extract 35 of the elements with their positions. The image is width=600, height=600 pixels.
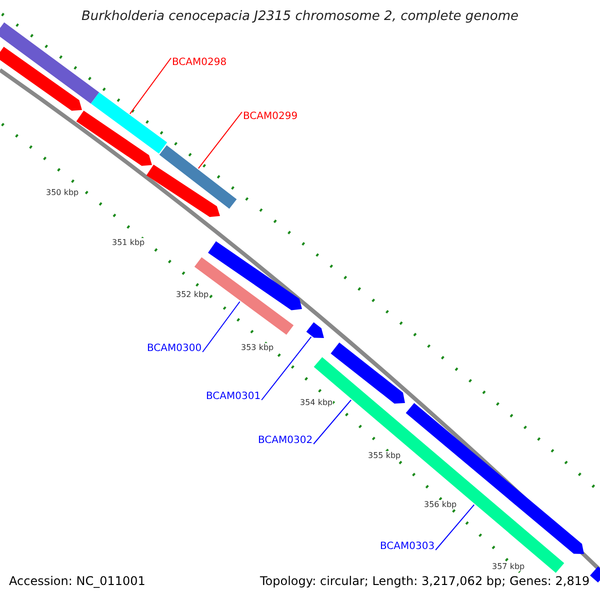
accession-text: Accession: NC_011001 xyxy=(9,574,146,588)
gene-bar xyxy=(194,257,294,335)
gene-bar xyxy=(146,164,220,217)
gene-bar xyxy=(0,22,100,104)
gene-bar xyxy=(76,110,152,166)
gene-label: BCAM0301 xyxy=(206,391,261,402)
gene-bar xyxy=(330,342,405,404)
tick-label: 351 kbp xyxy=(112,238,145,247)
gene-label: BCAM0298 xyxy=(172,57,227,68)
gene-bar xyxy=(159,145,237,209)
leader-line xyxy=(261,336,312,400)
gene-label: BCAM0302 xyxy=(258,435,313,446)
gene-bar xyxy=(590,566,600,582)
leader-line xyxy=(435,504,475,550)
title: Burkholderia cenocepacia J2315 chromosome 2, complete genome xyxy=(80,9,520,24)
gene-bar xyxy=(208,241,302,310)
tick-label: 352 kbp xyxy=(176,290,209,299)
tick-label: 354 kbp xyxy=(300,398,333,407)
tick-label: 356 kbp xyxy=(424,500,457,509)
tick-label: 357 kbp xyxy=(492,562,525,571)
leader-line xyxy=(198,112,242,169)
genome-info-text: Topology: circular; Length: 3,217,062 bp; Genes: 2,819 xyxy=(260,574,590,588)
tick-label: 353 kbp xyxy=(241,343,274,352)
leader-line xyxy=(202,301,240,352)
gene-label: BCAM0300 xyxy=(147,343,202,354)
gene-bar xyxy=(314,357,564,573)
gene-bar xyxy=(90,92,168,154)
gene-bar xyxy=(0,46,82,111)
tick-label: 355 kbp xyxy=(368,451,401,460)
gene-bar xyxy=(306,322,324,338)
tick-label: 350 kbp xyxy=(46,188,79,197)
leader-line xyxy=(313,400,352,444)
leader-line xyxy=(129,58,172,114)
gene-label: BCAM0303 xyxy=(380,541,435,552)
gene-label: BCAM0299 xyxy=(243,111,298,122)
